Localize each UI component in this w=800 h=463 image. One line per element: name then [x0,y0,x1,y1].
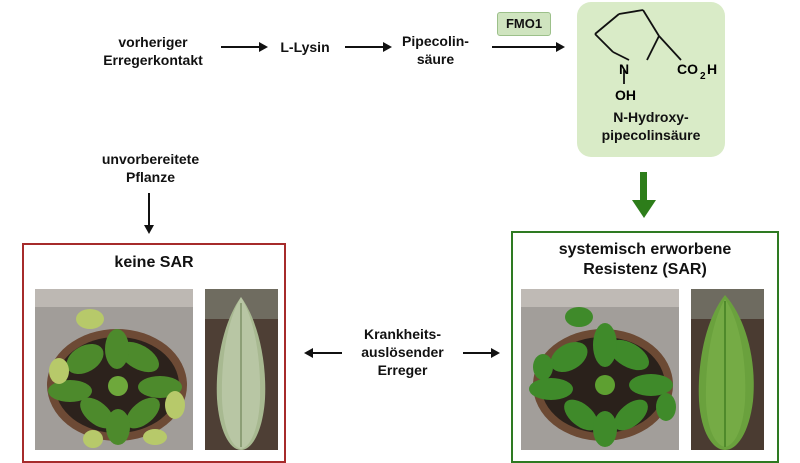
pathogen-label: Krankheits- auslösender Erreger [361,326,444,378]
hydroxyl-label: OH [615,87,636,103]
no-sar-title: keine SAR [114,254,194,271]
untreated-plant-label: unvorbereitete Pflanze [101,151,200,185]
arrow-head [491,348,500,358]
arrow-head [304,348,313,358]
arrow-head [144,225,154,234]
arrow-lysine-to-pipecolic [345,46,385,48]
carboxyl-subscript: 2 [700,71,706,82]
nhp-name-label: N-Hydroxy- pipecolinsäure [601,109,701,143]
arrow-pipecolic-to-nhp [492,46,558,48]
arrow-head [259,42,268,52]
carboxyl-co-label: CO [677,61,698,77]
nitrogen-atom-label: N [619,61,629,77]
arrow-head [556,42,565,52]
arrow-head [383,42,392,52]
previous-pathogen-contact-label: vorheriger Erregerkontakt [103,34,203,68]
carboxyl-h-label: H [707,61,717,77]
sar-leaf-photo [691,289,764,450]
sar-title: systemisch erworbene Resistenz (SAR) [558,241,732,278]
no-sar-leaf-photo [205,289,278,450]
no-sar-rosette-photo [35,289,193,450]
green-arrow-shaft [640,172,647,202]
fmo1-enzyme-badge: FMO1 [497,12,551,36]
l-lysine-label: L-Lysin [280,39,330,55]
green-arrow-head [632,200,656,218]
arrow-pathogen-right [463,352,493,354]
nhp-structure: N OH CO 2 H [594,9,717,103]
arrow-pathogen-left [312,352,342,354]
arrow-untreated-down [148,193,150,225]
arrow-contact-to-lysine [221,46,261,48]
sar-rosette-photo [521,289,679,450]
pipecolic-acid-label: Pipecolin- säure [402,33,469,67]
